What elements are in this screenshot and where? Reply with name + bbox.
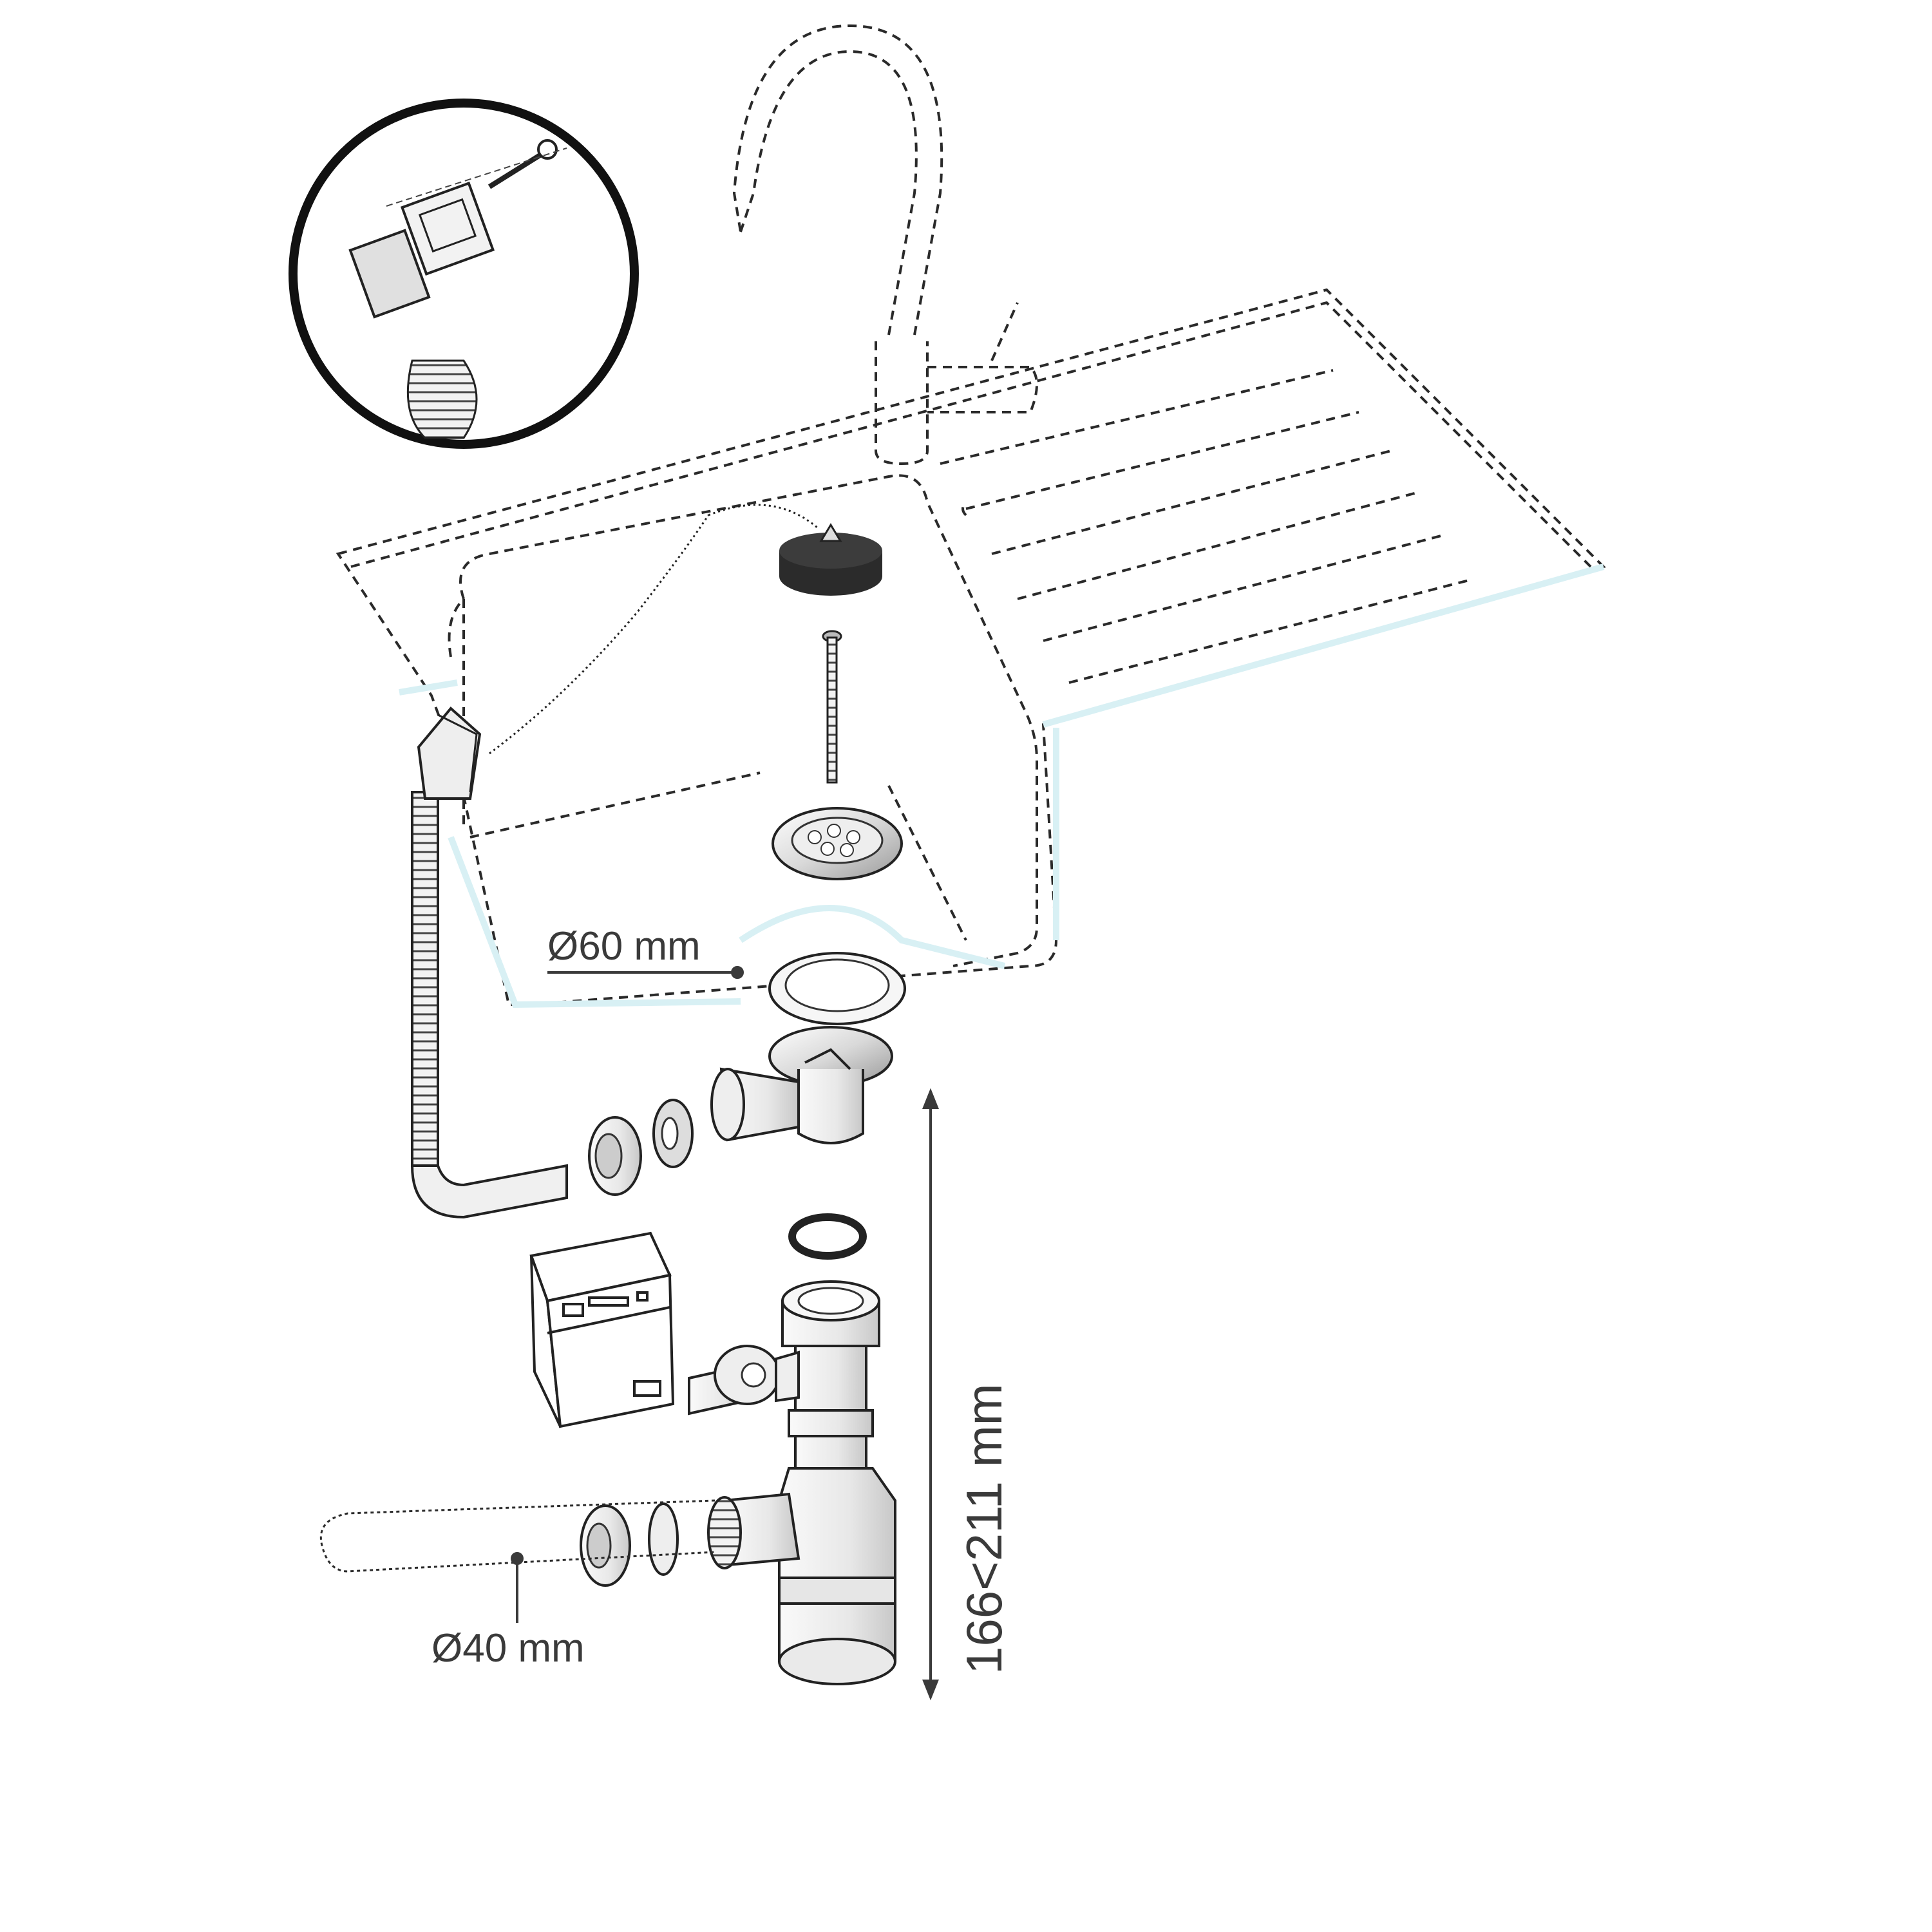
trap-height-label: 166<211 mm [956, 1383, 1012, 1674]
strainer-basket [772, 807, 903, 880]
washing-machine-icon [529, 1231, 675, 1428]
center-bolt [822, 630, 842, 784]
dimension-lines [511, 966, 939, 1701]
bottle-trap [688, 1280, 896, 1685]
overflow-nut [588, 1099, 694, 1196]
outlet-nut [580, 1502, 679, 1587]
sink-plug [489, 504, 882, 755]
overflow-clip-detail-icon [289, 99, 639, 449]
waste-pipe-outline [319, 1499, 715, 1573]
water-highlight [399, 564, 1605, 1009]
waste-outlet-body [710, 952, 906, 1144]
overflow-hose [410, 706, 568, 1219]
seal-ring [788, 1213, 867, 1260]
outlet-diameter-label: Ø40 mm [431, 1626, 585, 1671]
overflow-diameter-label: Ø60 mm [547, 924, 701, 969]
